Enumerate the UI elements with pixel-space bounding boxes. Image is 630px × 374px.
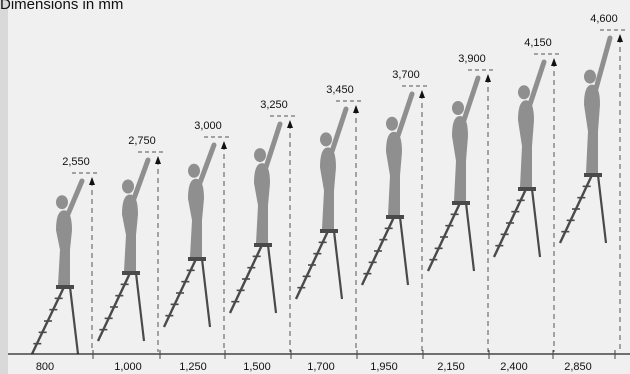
ladder-rear-leg	[398, 216, 410, 286]
person-arm	[329, 106, 349, 154]
person-head	[518, 85, 530, 100]
arrowhead	[617, 34, 623, 42]
person-head	[254, 148, 266, 163]
ladder-platform	[584, 173, 602, 177]
ladder-platform	[122, 271, 140, 275]
person-on-ladder	[30, 178, 85, 355]
ladder-platform	[254, 243, 272, 247]
reach-height-label: 4,150	[524, 37, 552, 49]
person-on-ladder	[162, 142, 217, 328]
ladder-rear-leg	[332, 230, 344, 300]
arrowhead	[287, 120, 293, 128]
ladder-width-label: 2,850	[564, 361, 592, 373]
person-head	[386, 116, 398, 131]
ladder-rear-leg	[200, 258, 212, 328]
ladder-rear-leg	[134, 272, 146, 342]
arrowhead	[155, 156, 161, 164]
ladder-platform	[452, 201, 470, 205]
person-arm	[527, 59, 547, 107]
ladder-platform	[386, 215, 404, 219]
dimension-lines-layer	[72, 29, 626, 352]
ladder-width-label: 2,400	[500, 361, 528, 373]
reach-height-label: 2,750	[128, 135, 156, 147]
person-head	[320, 132, 332, 147]
person-arm	[131, 157, 151, 201]
arrowhead	[221, 141, 227, 149]
reach-height-label: 3,000	[194, 120, 222, 132]
reach-height-label: 3,900	[458, 53, 486, 65]
left-border-strip	[0, 0, 8, 374]
reach-height-label: 3,450	[326, 84, 354, 96]
ladder-width-label: 1,250	[179, 361, 207, 373]
arrowhead	[89, 177, 95, 185]
ladder-rear-leg	[530, 188, 542, 258]
person-on-ladder	[558, 35, 613, 244]
person-arm	[395, 91, 415, 139]
person-arm	[461, 75, 481, 123]
person-on-ladder	[492, 59, 547, 258]
ladder-width-label: 1,500	[243, 361, 271, 373]
arrowhead	[353, 105, 359, 113]
person-body	[584, 84, 600, 173]
ladder-width-label: 2,150	[437, 361, 465, 373]
ladder-width-label: 1,700	[307, 361, 335, 373]
person-body	[452, 116, 468, 201]
diagram-caption: Dimensions in mm	[0, 0, 124, 13]
ladder-platform	[320, 229, 338, 233]
person-on-ladder	[360, 91, 415, 286]
ladder-rear-leg	[266, 244, 278, 314]
ladder-platform	[518, 187, 536, 191]
person-head	[56, 195, 68, 210]
person-on-ladder	[294, 106, 349, 300]
person-arm	[65, 178, 85, 217]
ladder-platform	[56, 285, 74, 289]
person-body	[254, 163, 270, 243]
reach-height-label: 4,600	[590, 13, 618, 25]
person-arm	[593, 35, 613, 92]
arrowhead	[419, 90, 425, 98]
reach-height-label: 3,250	[260, 99, 288, 111]
ladder-width-label: 1,950	[370, 361, 398, 373]
person-head	[584, 69, 596, 84]
person-arm	[263, 121, 283, 170]
person-head	[452, 101, 464, 115]
person-on-ladder	[426, 75, 481, 272]
person-body	[122, 194, 138, 271]
person-head	[122, 179, 134, 194]
arrowhead	[485, 74, 491, 82]
ladder-width-label: 800	[36, 361, 54, 373]
person-body	[518, 100, 534, 187]
person-on-ladder	[96, 157, 151, 342]
ladder-platform	[188, 257, 206, 261]
ladder-rear-leg	[464, 202, 476, 272]
ladder-rear-leg	[68, 286, 80, 355]
person-body	[320, 147, 336, 229]
person-arm	[197, 142, 217, 186]
figures-layer	[30, 35, 613, 355]
person-head	[188, 163, 200, 178]
person-body	[56, 210, 72, 285]
arrowhead	[551, 58, 557, 66]
reach-height-label: 3,700	[392, 69, 420, 81]
reach-height-label: 2,550	[62, 156, 90, 168]
labels-layer: 2,550 2,750 3,000 3,250 3,450 3,700 3,900 4,150…	[36, 13, 618, 373]
ladder-rear-leg	[596, 174, 608, 244]
person-body	[188, 178, 204, 257]
ladder-width-label: 1,000	[114, 361, 142, 373]
person-body	[386, 131, 402, 215]
person-on-ladder	[228, 121, 283, 314]
